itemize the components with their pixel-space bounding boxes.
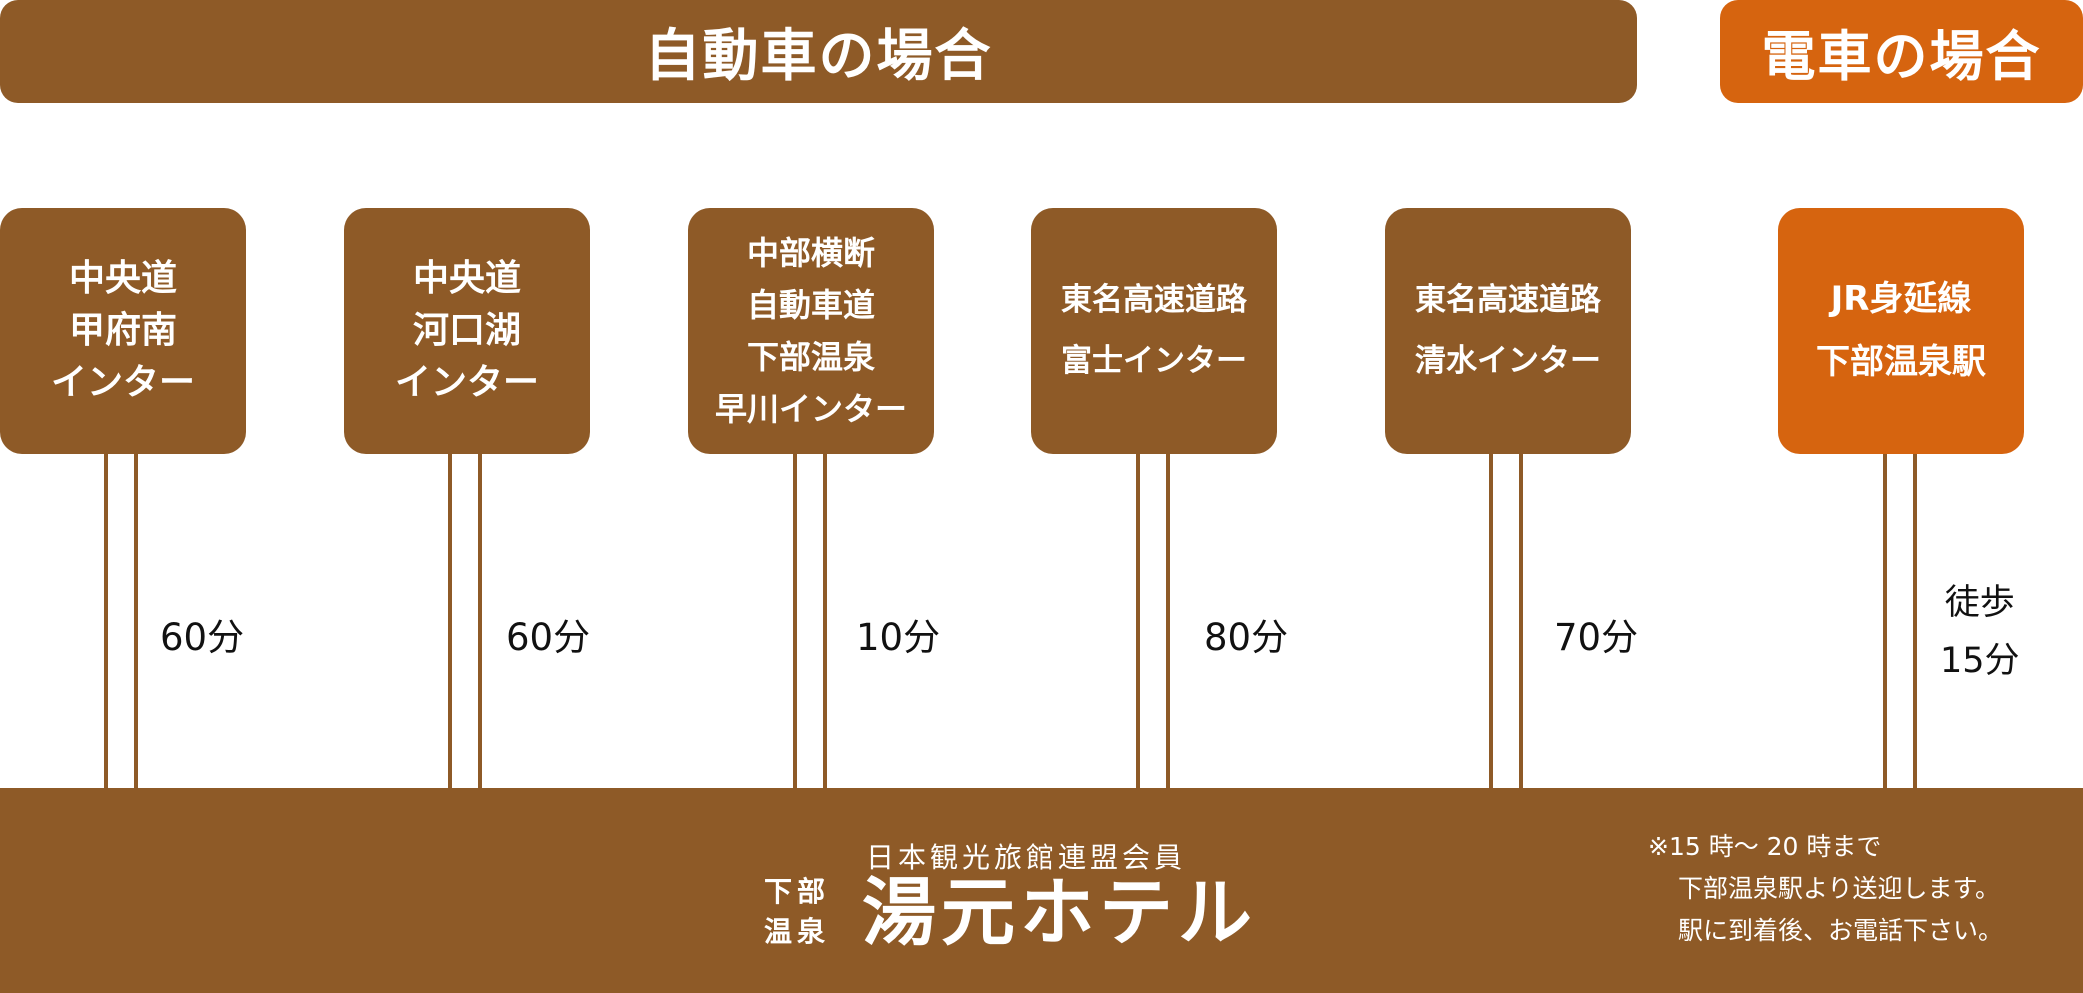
pickup-notice: ※15 時～ 20 時まで 下部温泉駅より送迎します。 駅に到着後、お電話下さい…	[1648, 826, 2003, 952]
sign-line: 富士インター	[1061, 343, 1247, 379]
sign-post	[1166, 454, 1170, 788]
onsen-name: 下部 温泉	[764, 872, 830, 952]
travel-time: 10分	[856, 616, 941, 659]
travel-time: 80分	[1204, 616, 1289, 659]
walk-label: 徒歩	[1944, 583, 2015, 623]
hotel-footer	[0, 788, 2083, 993]
sign-line: 中央道	[412, 258, 521, 299]
sign-line: インター	[394, 362, 539, 403]
sign-post	[448, 454, 452, 788]
sign-post	[823, 454, 827, 788]
sign-post	[793, 454, 797, 788]
sign-line: インター	[50, 362, 195, 403]
sign-line: 中央道	[68, 258, 177, 299]
sign-line: 下部温泉駅	[1816, 342, 1986, 382]
sign-line: 清水インター	[1415, 343, 1601, 379]
sign-post	[134, 454, 138, 788]
travel-time: 70分	[1554, 616, 1639, 659]
train-section-header: 電車の場合	[1720, 0, 2083, 103]
sign-line: 東名高速道路	[1415, 282, 1601, 318]
sign-post	[1136, 454, 1140, 788]
travel-time: 60分	[160, 616, 245, 659]
route-sign-hayakawa: 中部横断 自動車道 下部温泉 早川インター	[688, 208, 934, 454]
notice-line: 下部温泉駅より送迎します。	[1678, 874, 2001, 903]
route-sign-kofu-minami: 中央道 甲府南 インター	[0, 208, 246, 454]
travel-time: 60分	[506, 616, 591, 659]
sign-post	[1489, 454, 1493, 788]
sign-post	[1883, 454, 1887, 788]
sign-line: JR身延線	[1830, 279, 1972, 319]
onsen-line: 下部	[764, 875, 831, 908]
sign-line: 東名高速道路	[1061, 282, 1247, 318]
sign-post	[104, 454, 108, 788]
association-label: 日本観光旅館連盟会員	[866, 841, 1187, 874]
notice-line: 駅に到着後、お電話下さい。	[1678, 916, 2004, 945]
route-sign-shimizu: 東名高速道路 清水インター	[1385, 208, 1631, 454]
car-section-header: 自動車の場合	[0, 0, 1637, 103]
sign-line: 自動車道	[746, 286, 875, 324]
route-sign-fuji: 東名高速道路 富士インター	[1031, 208, 1277, 454]
sign-line: 早川インター	[714, 390, 907, 428]
route-sign-kawaguchiko: 中央道 河口湖 インター	[344, 208, 590, 454]
notice-line: ※15 時～ 20 時まで	[1648, 832, 1882, 861]
hotel-logo-text: 湯元ホテル	[862, 870, 1257, 956]
sign-line: 中部横断	[746, 234, 875, 272]
sign-post	[478, 454, 482, 788]
sign-post	[1519, 454, 1523, 788]
sign-post	[1913, 454, 1917, 788]
sign-line: 甲府南	[68, 310, 177, 351]
route-sign-jr-shimobe: JR身延線 下部温泉駅	[1778, 208, 2024, 454]
sign-line: 下部温泉	[746, 338, 875, 376]
onsen-line: 温泉	[764, 915, 831, 948]
walk-minutes: 15分	[1940, 641, 2020, 681]
walking-time: 徒歩 15分	[1940, 574, 2020, 690]
sign-line: 河口湖	[412, 310, 521, 351]
